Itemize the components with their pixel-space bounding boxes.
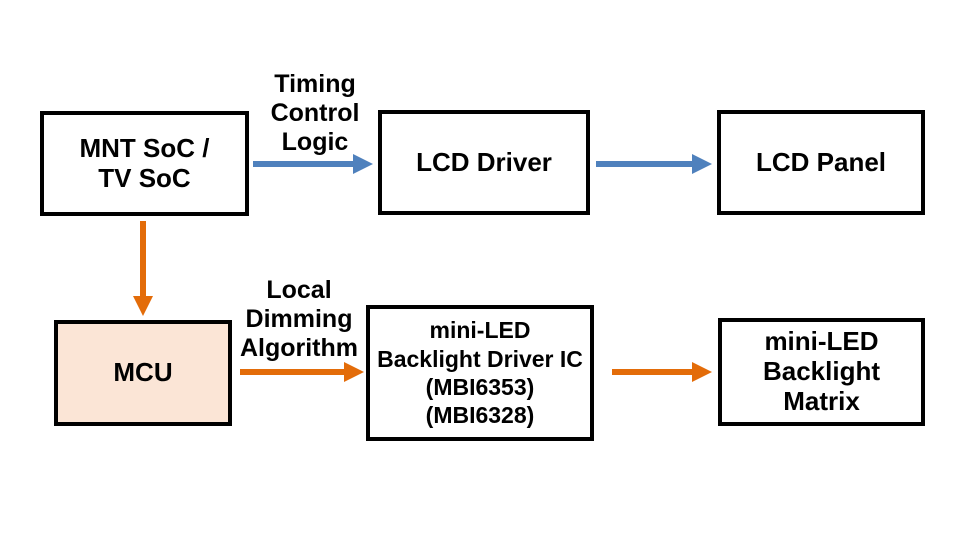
node-mini-led-backlight-matrix-label: mini-LED Backlight Matrix [762,326,881,416]
node-mcu-label: MCU [113,357,173,388]
arrow-right-icon [612,362,712,382]
arrow-head [344,362,364,382]
arrow-head [692,154,712,174]
node-mini-led-backlight-matrix: mini-LED Backlight Matrix [718,318,925,426]
node-mnt-tv-soc-label: MNT SoC / TV SoC [79,132,210,193]
node-mcu: MCU [54,320,232,426]
edge-label-timing-control-logic: Timing Control Logic [270,70,360,156]
edge-label-local-dimming-algorithm: Local Dimming Algorithm [239,276,359,362]
arrow-head [692,362,712,382]
node-lcd-panel-label: LCD Panel [755,146,887,177]
node-mini-led-backlight-driver-ic: mini-LED Backlight Driver IC (MBI6353) (… [366,305,594,441]
arrow-head [133,296,153,316]
node-lcd-panel: LCD Panel [717,110,925,215]
node-mini-led-backlight-driver-ic-label: mini-LED Backlight Driver IC (MBI6353) (… [377,317,583,429]
arrow-head [353,154,373,174]
node-lcd-driver: LCD Driver [378,110,590,215]
arrow-right-icon [240,362,364,382]
arrow-right-icon [596,154,712,174]
arrow-down-icon [133,221,153,316]
node-mnt-tv-soc: MNT SoC / TV SoC [40,111,249,216]
node-lcd-driver-label: LCD Driver [416,146,552,177]
arrow-right-icon [253,154,373,174]
